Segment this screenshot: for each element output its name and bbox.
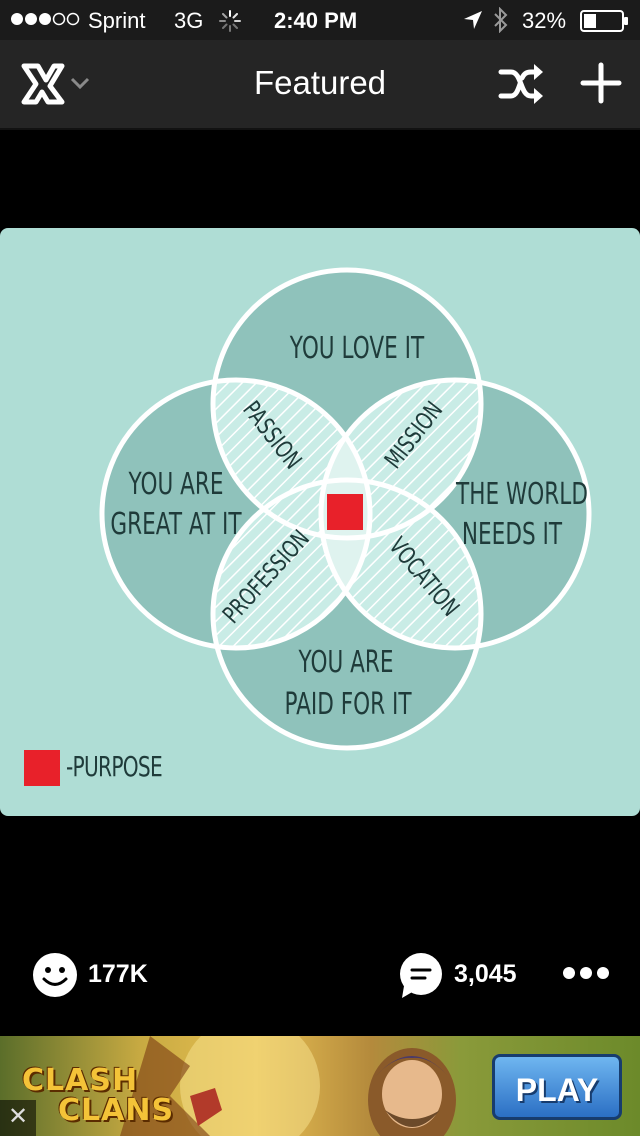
comment-icon[interactable]: [398, 952, 444, 1005]
plus-icon[interactable]: [580, 62, 622, 109]
activity-spinner-icon: [218, 9, 242, 39]
ad-artwork: [120, 1036, 456, 1136]
signal-strength-icon: [10, 6, 82, 38]
ad-title-line-1: CLASH: [22, 1063, 139, 1098]
label-world-line-2: NEEDS IT: [462, 518, 563, 552]
label-great-line-1: YOU ARE: [128, 468, 224, 502]
bluetooth-icon: [492, 6, 510, 39]
app-logo-icon[interactable]: [20, 62, 66, 111]
carrier-label: Sprint: [88, 8, 146, 33]
battery-percent: 32%: [522, 8, 567, 33]
likes-count[interactable]: 177K: [88, 960, 148, 988]
ad-play-button[interactable]: PLAY: [492, 1054, 622, 1120]
label-paid-line-1: YOU ARE: [298, 646, 394, 680]
nav-bar: Featured: [0, 40, 640, 130]
purpose-marker: [327, 494, 363, 530]
shuffle-icon[interactable]: [498, 62, 544, 111]
post-actions: 177K 3,045: [0, 930, 640, 1020]
ad-title-line-2: CLANS: [58, 1093, 175, 1128]
battery-icon: [580, 10, 630, 38]
label-paid-line-2: PAID FOR IT: [284, 688, 412, 722]
label-world-line-1: THE WORLD: [455, 478, 588, 512]
post-image[interactable]: YOU LOVE IT YOU ARE GREAT AT IT THE WORL…: [0, 228, 640, 816]
page-title: Featured: [253, 64, 387, 101]
more-icon[interactable]: [562, 966, 610, 985]
ad-title: CLASH CLANS: [22, 1066, 174, 1126]
purpose-venn-diagram: YOU LOVE IT YOU ARE GREAT AT IT THE WORL…: [99, 267, 592, 751]
location-arrow-icon: [462, 9, 484, 37]
legend-purpose-label: -PURPOSE: [66, 750, 163, 783]
clock: 2:40 PM: [274, 8, 358, 33]
chevron-down-icon[interactable]: [70, 76, 90, 95]
label-you-love-it: YOU LOVE IT: [289, 332, 425, 366]
network-type: 3G: [174, 8, 204, 33]
label-great-line-2: GREAT AT IT: [110, 508, 242, 542]
status-bar: Sprint 3G 2:40 PM 32%: [0, 0, 640, 40]
comments-count[interactable]: 3,045: [454, 960, 517, 988]
ad-close-button[interactable]: ✕: [0, 1100, 36, 1136]
smiley-icon[interactable]: [32, 952, 78, 1003]
ad-banner[interactable]: CLASH CLANS PLAY: [0, 1036, 640, 1136]
legend-purpose-swatch: [24, 750, 60, 786]
